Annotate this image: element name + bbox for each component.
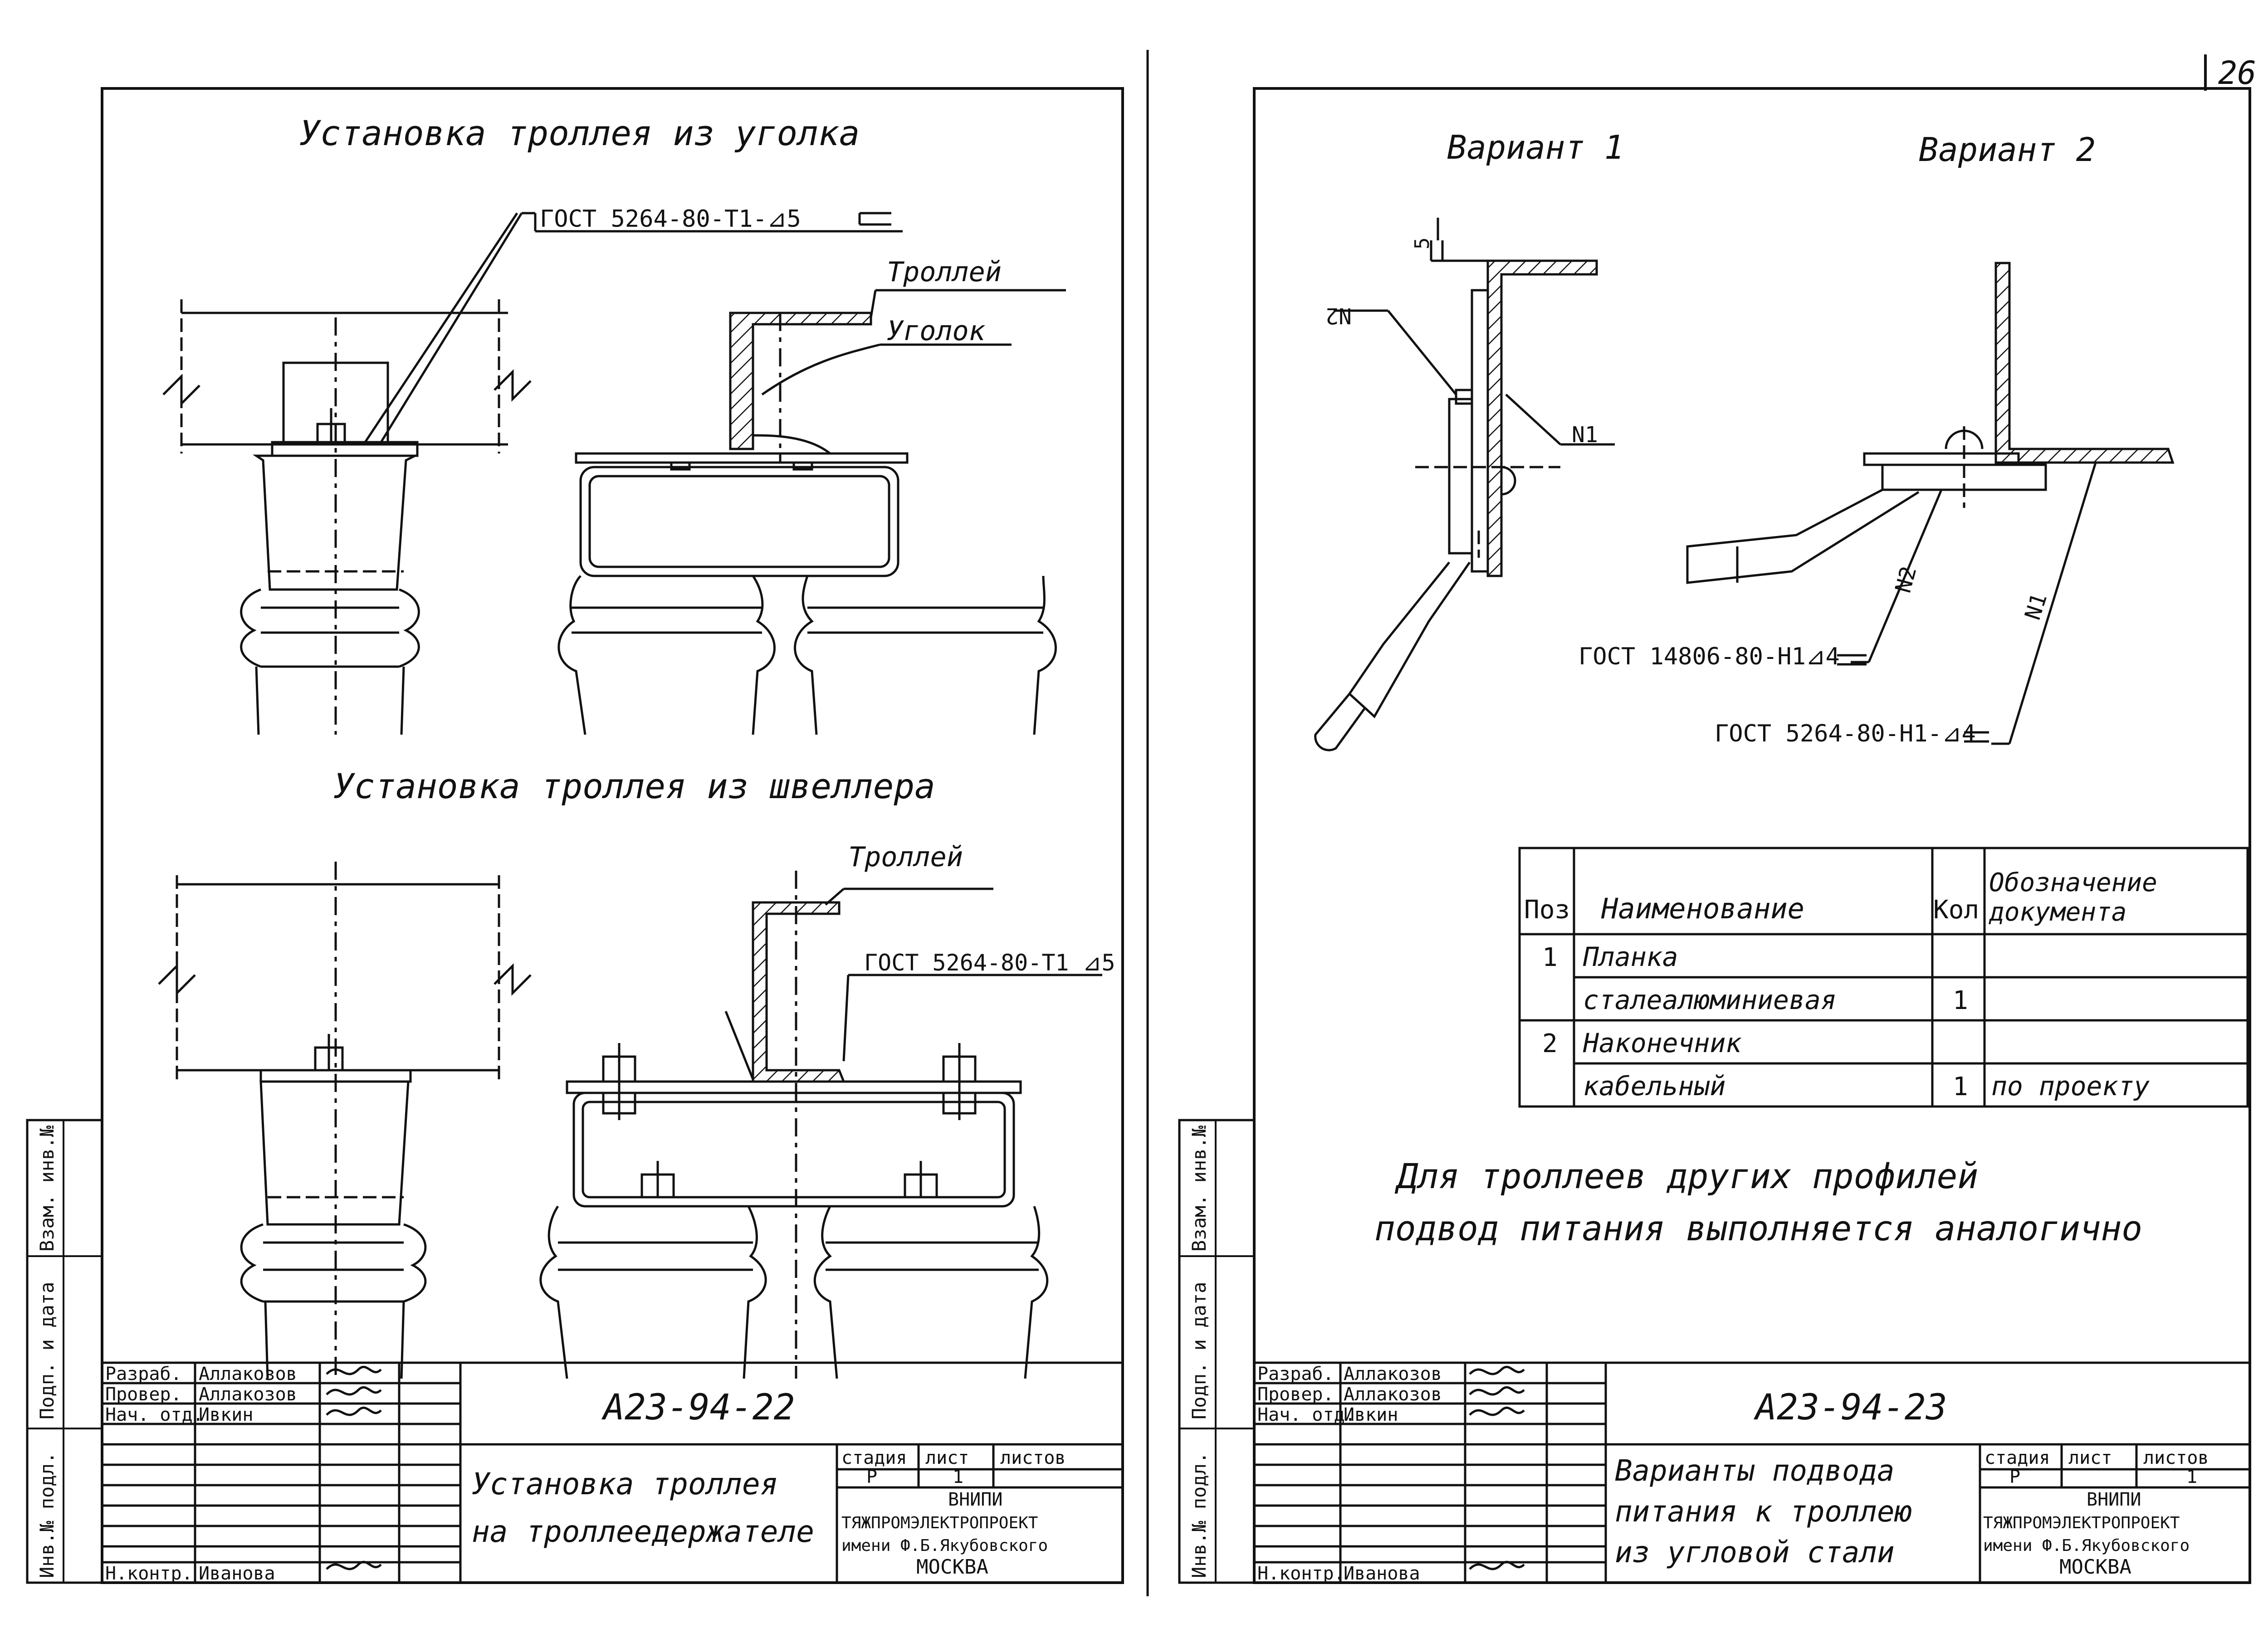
left-org-line3: имени Ф.Б.Якубовского — [841, 1536, 1048, 1555]
right-side-replace: Взам. инв.№ — [1188, 1125, 1210, 1252]
channel-trolley-holder-view — [539, 871, 1102, 1379]
label-trolley-2: Троллей — [848, 841, 963, 873]
variant2-drawing — [1686, 262, 2175, 745]
left-name-developer: Аллакозов — [199, 1364, 297, 1384]
right-designation: А23-94-23 — [1753, 1387, 1947, 1428]
note-line-2: подвод питания выполняется аналогично — [1374, 1208, 2142, 1248]
channel-holder-view — [158, 862, 532, 1379]
left-role-checker: Провер. — [105, 1384, 182, 1405]
right-title-block — [1254, 1361, 2250, 1583]
page-number-text: 26 — [2218, 54, 2256, 92]
right-sheet-value: 1 — [2186, 1467, 2197, 1487]
label-angle: Уголок — [887, 315, 986, 347]
right-sheet: Инв.№ подл. Подп. и дата Взам. инв.№ Вар… — [1178, 87, 2251, 1584]
angle-trolley-holder-view — [557, 289, 1066, 735]
left-org-line2: ТЯЖПРОМЭЛЕКТРОПРОЕКТ — [841, 1514, 1038, 1532]
left-role-developer: Разраб. — [105, 1364, 182, 1384]
right-org-line3: имени Ф.Б.Якубовского — [1983, 1536, 2190, 1555]
angle-holder-view — [162, 212, 903, 735]
right-header-sheet: лист — [2068, 1448, 2112, 1468]
right-header-sheets: листов — [2143, 1448, 2209, 1468]
table-header-pos: Поз — [1524, 895, 1570, 925]
right-title-line3: из угловой стали — [1615, 1536, 1895, 1570]
left-header-stage: стадия — [841, 1448, 907, 1468]
right-role-head: Нач. отд. — [1257, 1404, 1356, 1425]
title-angle-trolley: Установка троллея из уголка — [299, 113, 860, 153]
left-org-line1: ВНИПИ — [948, 1489, 1002, 1510]
note-line-1: Для троллеев других профилей — [1394, 1156, 1978, 1196]
right-stage-value: Р — [2009, 1467, 2020, 1487]
weld-note-channel: ГОСТ 5264-80-Т1 ⊿5 — [864, 950, 1115, 976]
left-header-sheets: листов — [1000, 1448, 1066, 1468]
right-role-checker: Провер. — [1257, 1384, 1334, 1405]
right-name-normcontrol: Иванова — [1344, 1563, 1420, 1584]
right-side-sign: Подп. и дата — [1188, 1282, 1210, 1419]
right-org-line4: МОСКВА — [2059, 1555, 2131, 1579]
row4-doc: по проекту — [1991, 1071, 2150, 1102]
v2-pos-n2: N2 — [1890, 564, 1921, 595]
weld-note-boxes — [1837, 654, 1989, 743]
page-number: 26 — [2204, 54, 2256, 92]
left-name-head: Ивкин — [199, 1404, 253, 1425]
left-sheet: Инв.№ подл. Подп. и дата Взам. инв.№ Уст… — [26, 87, 1124, 1584]
left-role-normcontrol: Н.контр. — [105, 1563, 193, 1584]
v1-pos-n1: N1 — [1572, 422, 1598, 448]
variant1-title: Вариант 1 — [1447, 128, 1624, 166]
left-side-inv: Инв.№ подл. — [36, 1452, 58, 1578]
right-side-inv: Инв.№ подл. — [1188, 1452, 1210, 1578]
table-header-doc-2: документа — [1989, 897, 2126, 927]
left-name-checker: Аллакозов — [199, 1384, 297, 1405]
title-channel-trolley: Установка троллея из швеллера — [333, 766, 935, 806]
right-role-normcontrol: Н.контр. — [1257, 1563, 1345, 1584]
left-role-head: Нач. отд. — [105, 1404, 204, 1425]
v1-pos-n2: N2 — [1325, 303, 1352, 328]
left-title-line2: на троллеедержателе — [472, 1514, 814, 1549]
left-org-line4: МОСКВА — [916, 1555, 988, 1579]
row4-qty: 1 — [1953, 1072, 1968, 1102]
right-header-stage: стадия — [1984, 1448, 2050, 1468]
row2-qty: 1 — [1953, 986, 1968, 1015]
left-side-sign: Подп. и дата — [36, 1282, 58, 1419]
spec-table — [1518, 847, 2249, 1108]
right-name-developer: Аллакозов — [1344, 1364, 1442, 1384]
weld-note-14806: ГОСТ 14806-80-Н1⊿4 — [1579, 643, 1840, 670]
row4-name: кабельный — [1583, 1071, 1725, 1102]
right-org-line1: ВНИПИ — [2087, 1489, 2141, 1510]
left-designation: А23-94-22 — [601, 1387, 795, 1428]
row3-name: Наконечник — [1583, 1028, 1742, 1058]
v1-dim-5: 5 — [1411, 238, 1434, 250]
right-role-developer: Разраб. — [1257, 1364, 1334, 1384]
left-frame — [101, 87, 1124, 1584]
weld-note-top: ГОСТ 5264-80-Т1-⊿5 — [540, 205, 801, 233]
row3-pos: 2 — [1542, 1029, 1558, 1058]
right-title-line1: Варианты подвода — [1615, 1454, 1895, 1488]
weld-note-top-box — [858, 212, 891, 226]
left-header-sheet: лист — [925, 1448, 969, 1468]
right-frame — [1253, 87, 2251, 1584]
left-title-block — [102, 1361, 1123, 1583]
row1-name: Планка — [1583, 941, 1678, 972]
table-header-doc: Обозначение — [1989, 868, 2157, 897]
left-name-normcontrol: Иванова — [199, 1563, 275, 1584]
right-name-checker: Аллакозов — [1344, 1384, 1442, 1405]
right-side-stamp: Инв.№ подл. Подп. и дата Взам. инв.№ — [1178, 1119, 1256, 1584]
row1-pos: 1 — [1542, 943, 1558, 972]
table-header-qty: Кол — [1933, 895, 1979, 925]
right-org-line2: ТЯЖПРОМЭЛЕКТРОПРОЕКТ — [1983, 1514, 2180, 1532]
right-title-line2: питания к троллею — [1615, 1495, 1912, 1529]
left-title-line1: Установка троллея — [472, 1467, 778, 1501]
left-side-replace: Взам. инв.№ — [36, 1125, 58, 1252]
variant2-title: Вариант 2 — [1919, 131, 2096, 169]
row2-name: сталеалюминиевая — [1583, 985, 1837, 1015]
left-sheet-value: 1 — [953, 1467, 963, 1487]
variant1-drawing — [1314, 218, 1615, 751]
table-header-name: Наименование — [1601, 892, 1804, 925]
left-stage-value: Р — [866, 1467, 877, 1487]
right-name-head: Ивкин — [1344, 1404, 1398, 1425]
weld-note-5264: ГОСТ 5264-80-Н1-⊿4 — [1715, 720, 1976, 747]
label-trolley-1: Троллей — [887, 256, 1002, 288]
left-side-stamp: Инв.№ подл. Подп. и дата Взам. инв.№ — [26, 1119, 103, 1584]
